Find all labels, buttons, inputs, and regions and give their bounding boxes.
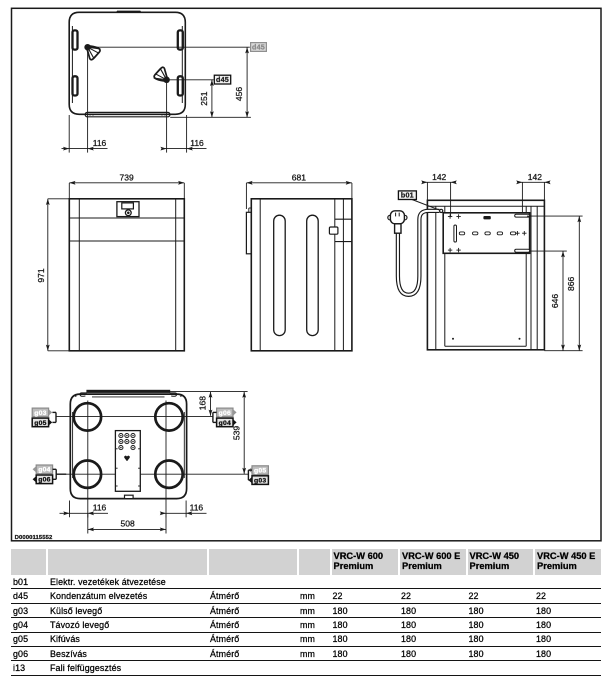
svg-text:539: 539 — [232, 426, 242, 440]
svg-text:116: 116 — [190, 138, 204, 148]
svg-text:116: 116 — [190, 502, 204, 512]
svg-text:116: 116 — [93, 138, 107, 148]
svg-text:g04: g04 — [219, 420, 231, 427]
svg-text:866: 866 — [566, 277, 576, 291]
svg-text:g05: g05 — [34, 420, 46, 427]
svg-text:d45: d45 — [252, 42, 265, 51]
svg-text:646: 646 — [550, 294, 560, 308]
svg-text:251: 251 — [199, 91, 209, 105]
svg-text:168: 168 — [198, 396, 208, 410]
svg-text:D0000115552: D0000115552 — [15, 535, 53, 541]
svg-text:g03: g03 — [254, 478, 266, 485]
svg-text:g05: g05 — [254, 468, 266, 475]
svg-text:g06: g06 — [38, 477, 50, 484]
svg-text:142: 142 — [528, 172, 542, 182]
svg-text:d45: d45 — [216, 75, 229, 84]
svg-text:142: 142 — [432, 172, 446, 182]
svg-text:681: 681 — [292, 172, 306, 182]
svg-text:739: 739 — [120, 172, 134, 182]
svg-text:b01: b01 — [401, 191, 414, 200]
svg-text:g04: g04 — [38, 467, 50, 474]
svg-text:g06: g06 — [219, 410, 231, 417]
svg-text:g03: g03 — [34, 410, 46, 417]
svg-text:116: 116 — [93, 502, 107, 512]
svg-text:508: 508 — [121, 519, 135, 529]
svg-text:971: 971 — [36, 268, 46, 282]
svg-text:456: 456 — [234, 87, 244, 101]
